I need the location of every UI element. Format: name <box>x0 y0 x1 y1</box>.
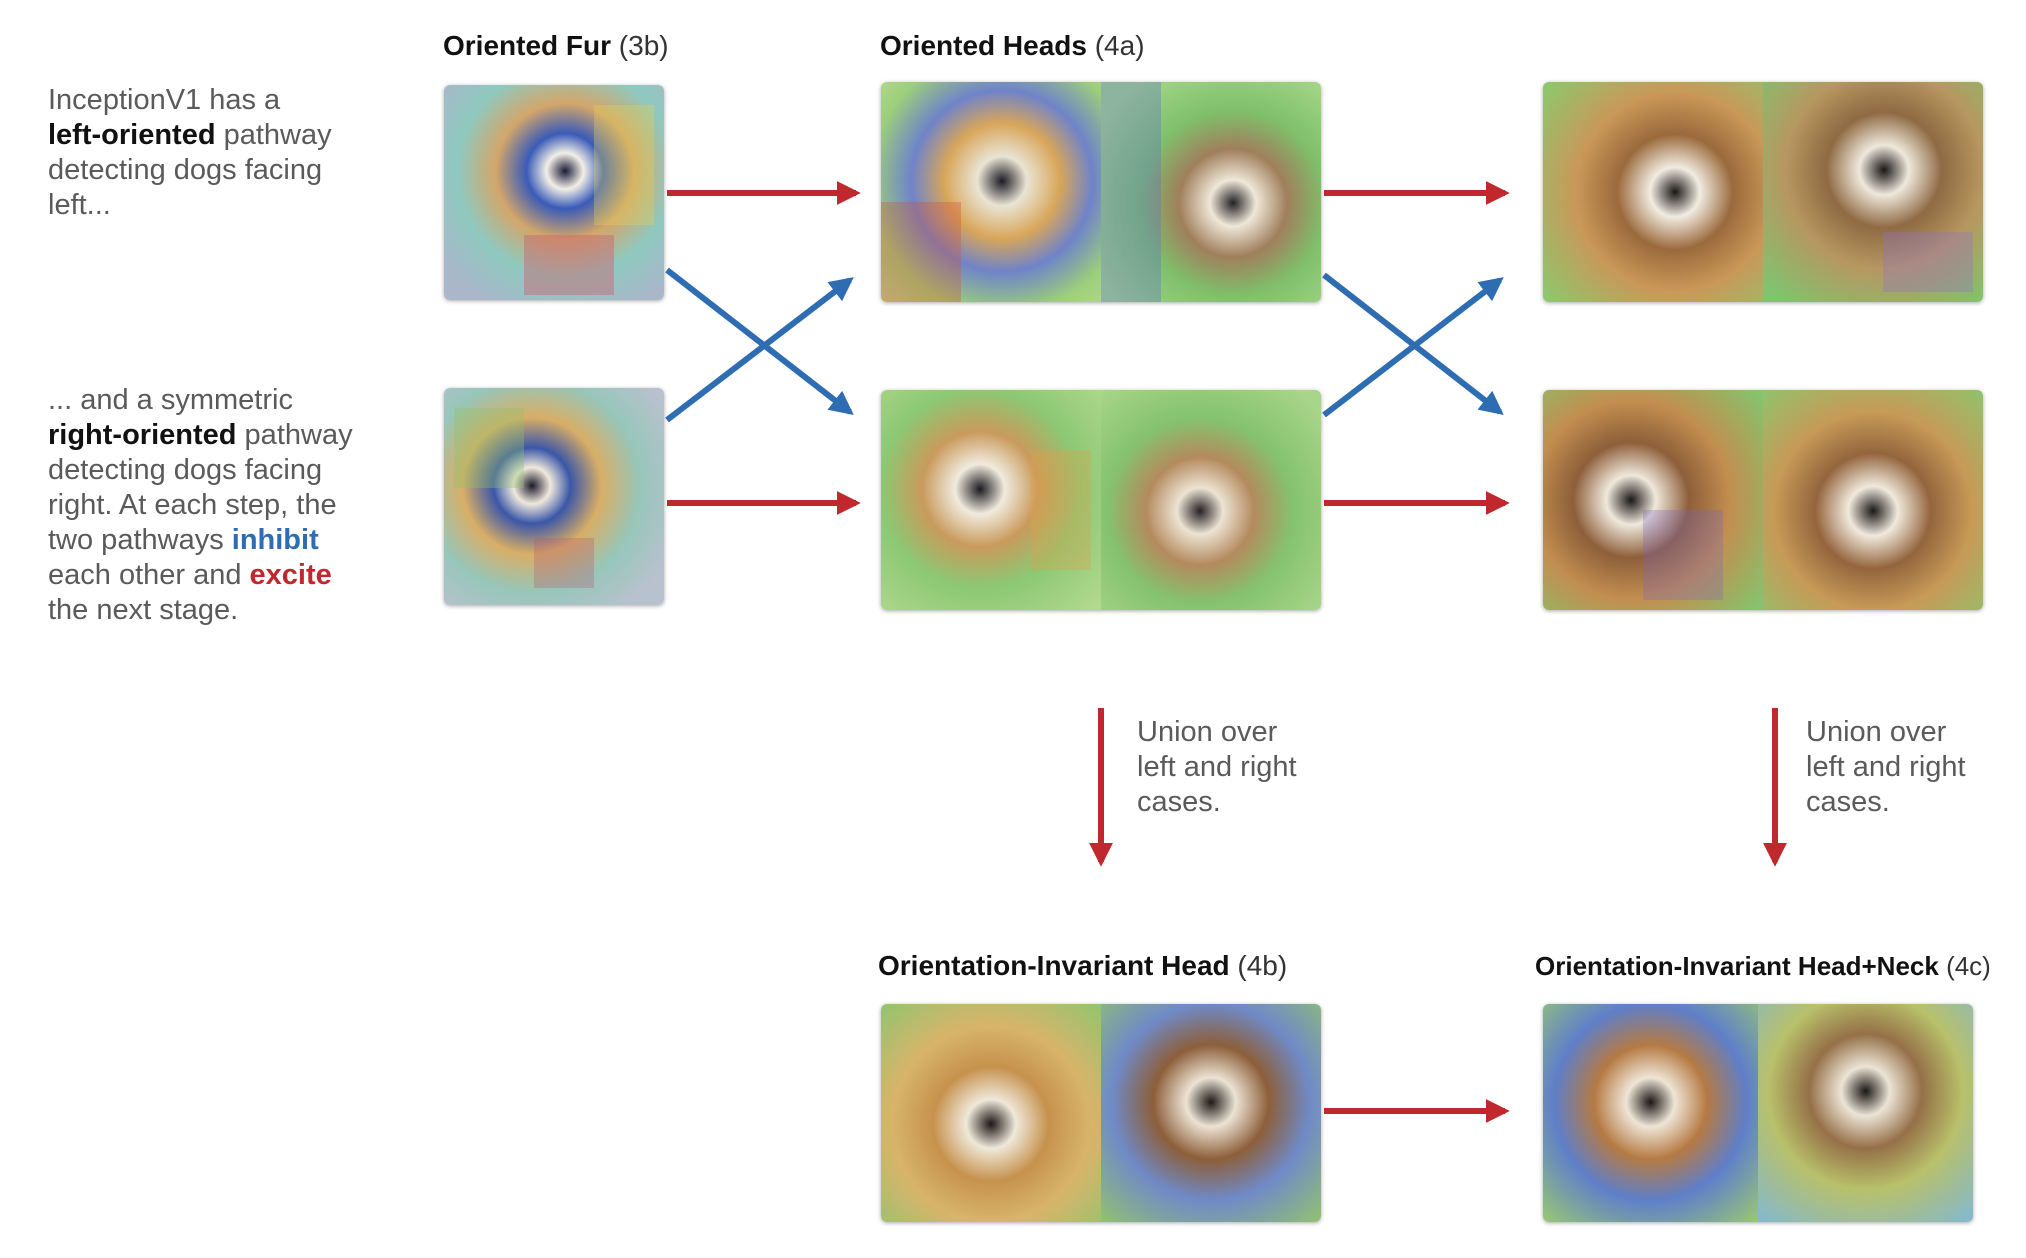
oriented-fur-label: Oriented Fur (3b) <box>443 30 669 61</box>
fur-right-panel <box>444 388 664 605</box>
left-oriented-term: left-oriented <box>48 119 216 151</box>
invariant-head-panel <box>881 1004 1321 1222</box>
oriented-heads-label: Oriented Heads (4a) <box>880 30 1145 61</box>
next-left-image-1 <box>1543 82 1763 302</box>
inhibit-arrow-heads-left-to-right <box>1322 272 1504 415</box>
heads-left-panel <box>881 82 1321 302</box>
fur-left-panel <box>444 85 664 300</box>
heads-left-image-1 <box>881 82 1101 302</box>
right-oriented-term: right-oriented <box>48 419 237 451</box>
invariant-head-image-1 <box>881 1004 1101 1222</box>
union-note-4b: Union over left and right cases. <box>1137 716 1297 818</box>
next-right-image-1 <box>1543 390 1763 610</box>
next-left-panel <box>1543 82 1983 302</box>
inhibit-arrow-fur-right-to-left <box>665 277 854 423</box>
invariant-head-neck-image-2 <box>1758 1004 1973 1222</box>
heads-right-panel <box>881 390 1321 610</box>
next-left-image-2 <box>1763 82 1983 302</box>
fur-right-image <box>444 388 664 605</box>
invariant-head-neck-label: Orientation-Invariant Head+Neck (4c) <box>1535 951 1991 981</box>
heads-right-image-1 <box>881 390 1101 610</box>
invariant-head-neck-image-1 <box>1543 1004 1758 1222</box>
symmetric-text: ... and a symmetric right-oriented pathw… <box>48 384 353 626</box>
invariant-head-neck-panel <box>1543 1004 1973 1222</box>
heads-left-image-2 <box>1101 82 1321 302</box>
inhibit-arrow-fur-left-to-right <box>665 267 854 415</box>
fur-left-image <box>444 85 664 300</box>
invariant-head-image-2 <box>1101 1004 1321 1222</box>
union-note-4c: Union over left and right cases. <box>1806 716 1966 818</box>
next-right-panel <box>1543 390 1983 610</box>
excite-term: excite <box>249 559 332 591</box>
inhibit-arrow-heads-right-to-left <box>1322 277 1504 418</box>
inhibit-term: inhibit <box>231 524 319 556</box>
invariant-head-label: Orientation-Invariant Head (4b) <box>878 950 1288 981</box>
heads-right-image-2 <box>1101 390 1321 610</box>
next-right-image-2 <box>1763 390 1983 610</box>
intro-text: InceptionV1 has a left-oriented pathway … <box>48 84 332 221</box>
